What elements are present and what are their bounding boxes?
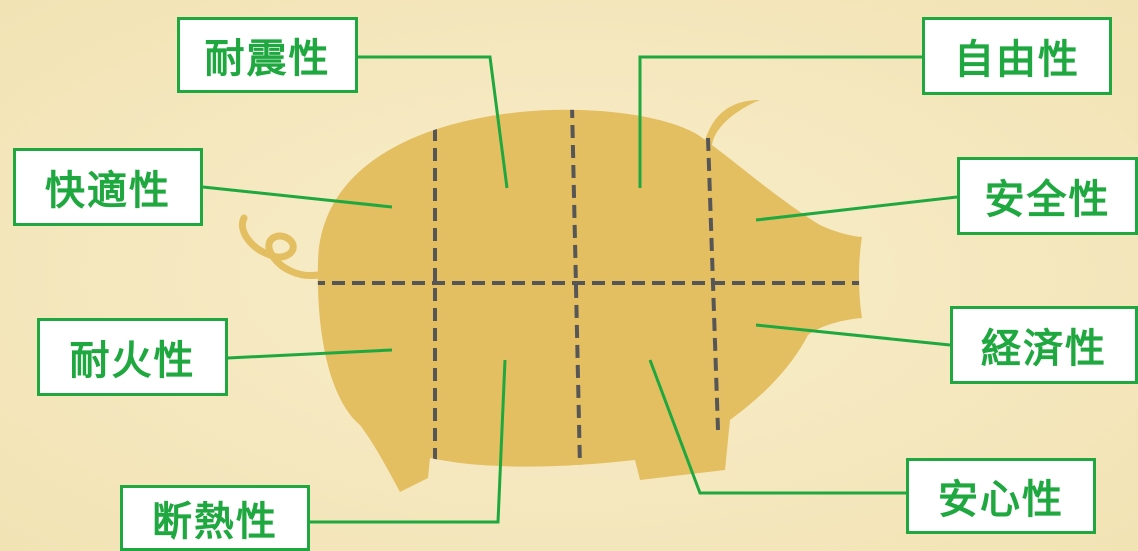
label-jiyu: 自由性 <box>922 17 1112 95</box>
leader-line-keizai <box>755 323 951 347</box>
label-anshin: 安心性 <box>906 458 1096 534</box>
leader-line-jiyu <box>638 55 922 188</box>
label-keizai: 経済性 <box>950 306 1138 384</box>
divider-vertical-3 <box>706 137 720 431</box>
label-kaiteki: 快適性 <box>13 148 203 226</box>
leader-line-anzen <box>755 195 958 222</box>
pig-tail <box>239 214 322 280</box>
leader-line-taika <box>227 348 393 360</box>
label-taishin: 耐震性 <box>177 17 358 93</box>
label-anzen: 安全性 <box>957 157 1138 235</box>
pig-body <box>317 100 862 492</box>
label-dannetsu: 断熱性 <box>120 485 310 551</box>
divider-vertical-2 <box>570 104 582 469</box>
leader-line-anshin <box>648 359 906 495</box>
leader-line-kaiteki <box>202 185 393 209</box>
label-taika: 耐火性 <box>37 318 228 396</box>
leader-line-dannetsu <box>310 359 507 524</box>
leader-line-taishin <box>358 55 509 189</box>
